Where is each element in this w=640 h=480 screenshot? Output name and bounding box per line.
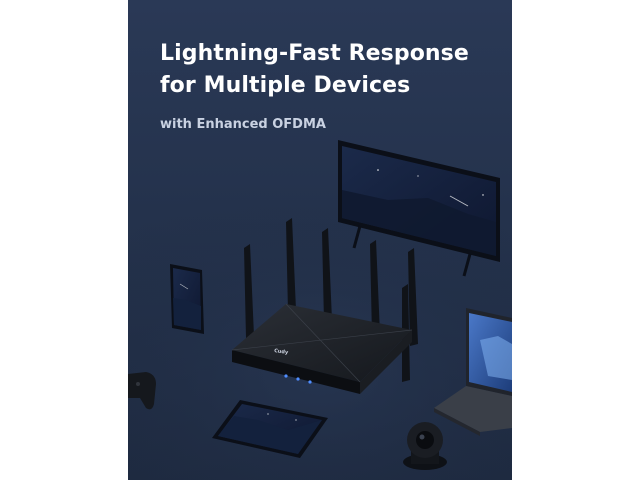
headline: Lightning-Fast Response for Multiple Dev… — [160, 38, 500, 102]
device-scene: Cudy — [128, 140, 512, 480]
headline-line-1: Lightning-Fast Response — [160, 41, 469, 66]
headline-line-2: for Multiple Devices — [160, 73, 411, 98]
tv-icon — [338, 140, 500, 277]
tablet-icon — [212, 400, 328, 458]
router-antennas — [244, 218, 418, 382]
router-icon: Cudy — [231, 303, 413, 394]
product-banner: Cudy — [128, 0, 512, 480]
router-brand-label: Cudy — [274, 348, 289, 356]
security-camera-icon — [403, 422, 447, 470]
laptop-icon — [434, 308, 512, 436]
smartphone-icon — [170, 264, 204, 334]
subheadline: with Enhanced OFDMA — [160, 117, 326, 132]
game-controller-icon — [128, 372, 156, 410]
